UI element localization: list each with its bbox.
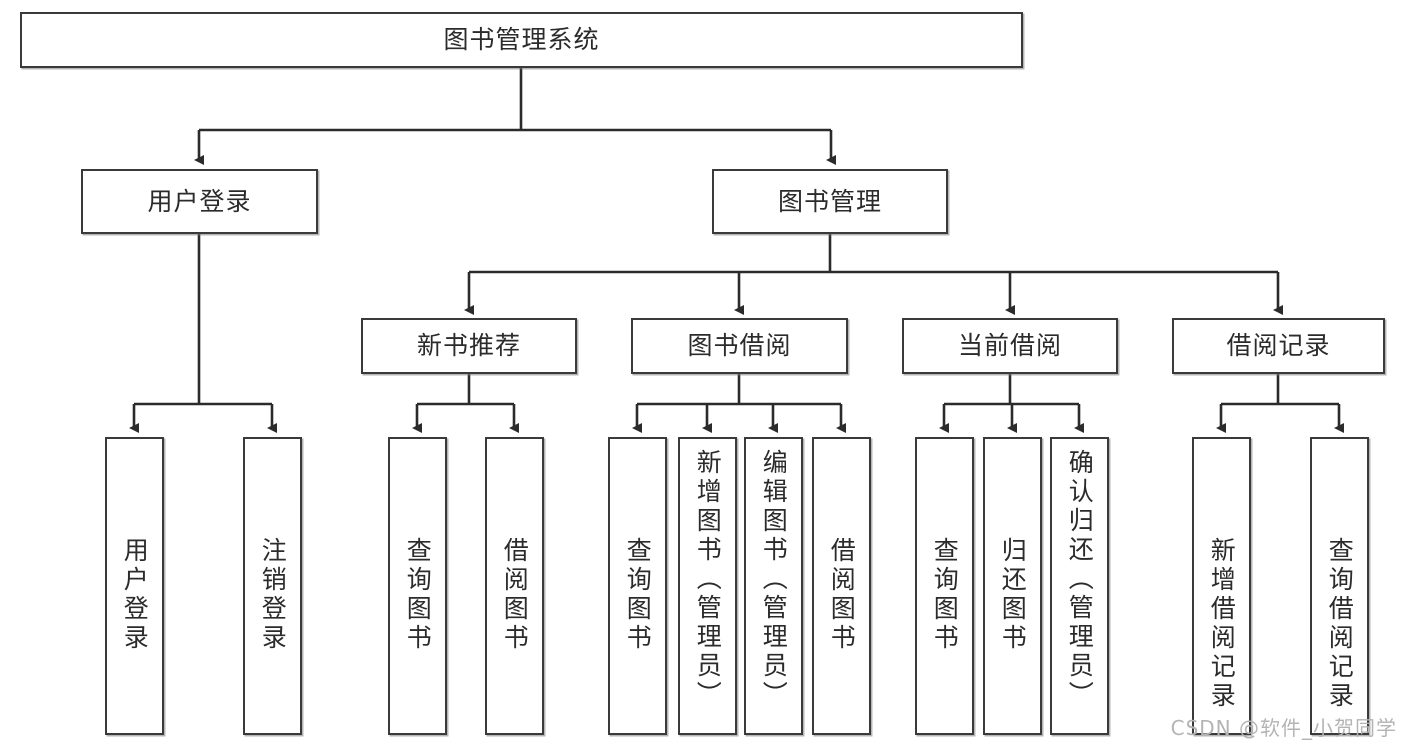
- leaf-newbook-borrow-book[interactable]: 借阅图书: [485, 437, 544, 735]
- leaf-user-login-label: 用户登录: [120, 537, 150, 653]
- node-root-label: 图书管理系统: [443, 25, 600, 55]
- node-current-borrow[interactable]: 当前借阅: [902, 318, 1118, 374]
- leaf-current-query-book[interactable]: 查询图书: [915, 437, 974, 735]
- leaf-records-add-record-label: 新增借阅记录: [1207, 537, 1237, 711]
- leaf-borrow-edit-book-admin[interactable]: 编辑图书（管理员）: [744, 437, 803, 735]
- node-book-management-label: 图书管理: [777, 186, 882, 216]
- leaf-borrow-add-book-admin[interactable]: 新增图书（管理员）: [678, 437, 737, 735]
- node-user-login[interactable]: 用户登录: [81, 169, 318, 234]
- leaf-current-confirm-return-admin-label: 确认归还（管理员）: [1065, 449, 1095, 710]
- node-current-borrow-label: 当前借阅: [957, 331, 1062, 361]
- leaf-records-query-record-label: 查询借阅记录: [1325, 537, 1355, 711]
- leaf-current-return-book[interactable]: 归还图书: [983, 437, 1042, 735]
- leaf-user-login[interactable]: 用户登录: [105, 437, 164, 735]
- leaf-newbook-query-book-label: 查询图书: [403, 537, 433, 653]
- node-new-book-recommend-label: 新书推荐: [416, 331, 521, 361]
- leaf-newbook-borrow-book-label: 借阅图书: [500, 537, 530, 653]
- leaf-user-logout-label: 注销登录: [258, 537, 288, 653]
- leaf-current-query-book-label: 查询图书: [930, 537, 960, 653]
- leaf-user-logout[interactable]: 注销登录: [243, 437, 302, 735]
- leaf-borrow-query-book[interactable]: 查询图书: [608, 437, 667, 735]
- leaf-current-return-book-label: 归还图书: [998, 537, 1028, 653]
- leaf-newbook-query-book[interactable]: 查询图书: [388, 437, 447, 735]
- leaf-records-add-record[interactable]: 新增借阅记录: [1192, 437, 1251, 735]
- leaf-borrow-query-book-label: 查询图书: [623, 537, 653, 653]
- node-root[interactable]: 图书管理系统: [20, 12, 1023, 68]
- csdn-watermark: CSDN @软件_小贺同学: [1170, 716, 1397, 740]
- leaf-borrow-add-book-admin-label: 新增图书（管理员）: [693, 449, 723, 710]
- leaf-borrow-lend-book[interactable]: 借阅图书: [812, 437, 871, 735]
- node-book-management[interactable]: 图书管理: [712, 169, 948, 234]
- node-borrow-records[interactable]: 借阅记录: [1172, 318, 1385, 374]
- leaf-records-query-record[interactable]: 查询借阅记录: [1310, 437, 1369, 735]
- leaf-current-confirm-return-admin[interactable]: 确认归还（管理员）: [1050, 437, 1109, 735]
- node-new-book-recommend[interactable]: 新书推荐: [361, 318, 577, 374]
- node-book-borrow-label: 图书借阅: [687, 331, 792, 361]
- node-borrow-records-label: 借阅记录: [1226, 331, 1331, 361]
- leaf-borrow-edit-book-admin-label: 编辑图书（管理员）: [759, 449, 789, 710]
- leaf-borrow-lend-book-label: 借阅图书: [827, 537, 857, 653]
- node-user-login-label: 用户登录: [147, 186, 252, 216]
- node-book-borrow[interactable]: 图书借阅: [631, 318, 848, 374]
